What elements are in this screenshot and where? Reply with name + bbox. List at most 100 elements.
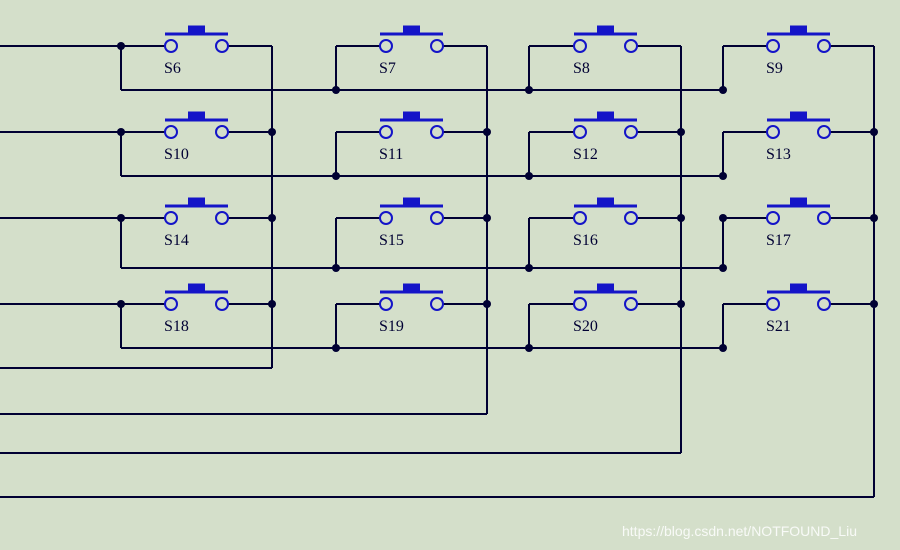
switch-cap [188, 197, 205, 205]
switch-terminal [164, 211, 178, 225]
junction-dot [332, 172, 340, 180]
push-button-switch: S12 [573, 111, 638, 163]
switch-label: S7 [379, 60, 396, 77]
switch-terminal [573, 125, 587, 139]
junction-dot [525, 344, 533, 352]
switch-terminal [430, 297, 444, 311]
switch-label: S21 [766, 318, 791, 335]
junction-dot [719, 264, 727, 272]
switch-terminal [164, 125, 178, 139]
switch-label: S15 [379, 232, 404, 249]
switch-label: S11 [379, 146, 403, 163]
junction-dot [870, 128, 878, 136]
junction-dot [117, 42, 125, 50]
push-button-switch: S10 [164, 111, 229, 163]
junction-dot [719, 172, 727, 180]
switch-terminal [430, 125, 444, 139]
switch-terminal [379, 297, 393, 311]
junction-dot [332, 86, 340, 94]
switch-terminal [164, 297, 178, 311]
switch-terminal [624, 39, 638, 53]
push-button-switch: S15 [379, 197, 444, 249]
push-button-switch: S14 [164, 197, 229, 249]
switch-label: S10 [164, 146, 189, 163]
switch-cap [790, 283, 807, 291]
push-button-switch: S18 [164, 283, 229, 335]
switch-terminal [215, 39, 229, 53]
switch-terminal [164, 39, 178, 53]
junction-dot [525, 264, 533, 272]
push-button-switch: S11 [379, 111, 444, 163]
junction-dot [870, 214, 878, 222]
switch-terminal [215, 211, 229, 225]
junction-dot [719, 344, 727, 352]
push-button-switch: S16 [573, 197, 638, 249]
push-button-switch: S9 [766, 25, 831, 77]
switch-terminal [624, 125, 638, 139]
switch-terminal [215, 297, 229, 311]
switch-cap [597, 25, 614, 33]
junction-dot [483, 128, 491, 136]
switch-label: S16 [573, 232, 598, 249]
switch-label: S18 [164, 318, 189, 335]
push-button-switch: S6 [164, 25, 229, 77]
switch-terminal [766, 39, 780, 53]
junction-dot [719, 86, 727, 94]
switch-cap [188, 25, 205, 33]
junction-dot [117, 214, 125, 222]
push-button-switch: S7 [379, 25, 444, 77]
switch-terminal [766, 297, 780, 311]
junction-dot [268, 214, 276, 222]
switch-cap [790, 197, 807, 205]
switch-terminal [817, 39, 831, 53]
switch-terminal [624, 211, 638, 225]
switch-terminal [766, 125, 780, 139]
switch-terminal [379, 125, 393, 139]
watermark-text: https://blog.csdn.net/NOTFOUND_Liu [622, 523, 857, 539]
push-button-switch: S21 [766, 283, 831, 335]
push-button-switch: S8 [573, 25, 638, 77]
push-button-switch: S19 [379, 283, 444, 335]
switch-terminal [430, 211, 444, 225]
switch-label: S12 [573, 146, 598, 163]
junction-dot [677, 128, 685, 136]
switch-label: S8 [573, 60, 590, 77]
switch-terminal [430, 39, 444, 53]
push-button-switch: S13 [766, 111, 831, 163]
push-button-switch: S20 [573, 283, 638, 335]
wire-layer [0, 45, 875, 498]
switch-label: S9 [766, 60, 783, 77]
switch-label: S20 [573, 318, 598, 335]
junction-dot [483, 214, 491, 222]
junction-dot [870, 300, 878, 308]
junction-layer [117, 42, 878, 352]
switch-cap [188, 111, 205, 119]
junction-dot [268, 128, 276, 136]
switch-cap [790, 111, 807, 119]
switch-cap [597, 283, 614, 291]
junction-dot [677, 300, 685, 308]
switch-cap [597, 111, 614, 119]
switch-terminal [215, 125, 229, 139]
junction-dot [719, 214, 727, 222]
junction-dot [268, 300, 276, 308]
push-button-switch: S17 [766, 197, 831, 249]
switch-cap [403, 111, 420, 119]
switch-label: S6 [164, 60, 181, 77]
switch-cap [403, 283, 420, 291]
junction-dot [525, 172, 533, 180]
junction-dot [117, 300, 125, 308]
junction-dot [332, 344, 340, 352]
switch-terminal [817, 211, 831, 225]
switch-cap [403, 197, 420, 205]
switch-terminal [573, 39, 587, 53]
junction-dot [677, 214, 685, 222]
switch-label: S14 [164, 232, 189, 249]
switch-terminal [573, 211, 587, 225]
switch-cap [597, 197, 614, 205]
junction-dot [332, 264, 340, 272]
junction-dot [117, 128, 125, 136]
switch-terminal [379, 39, 393, 53]
